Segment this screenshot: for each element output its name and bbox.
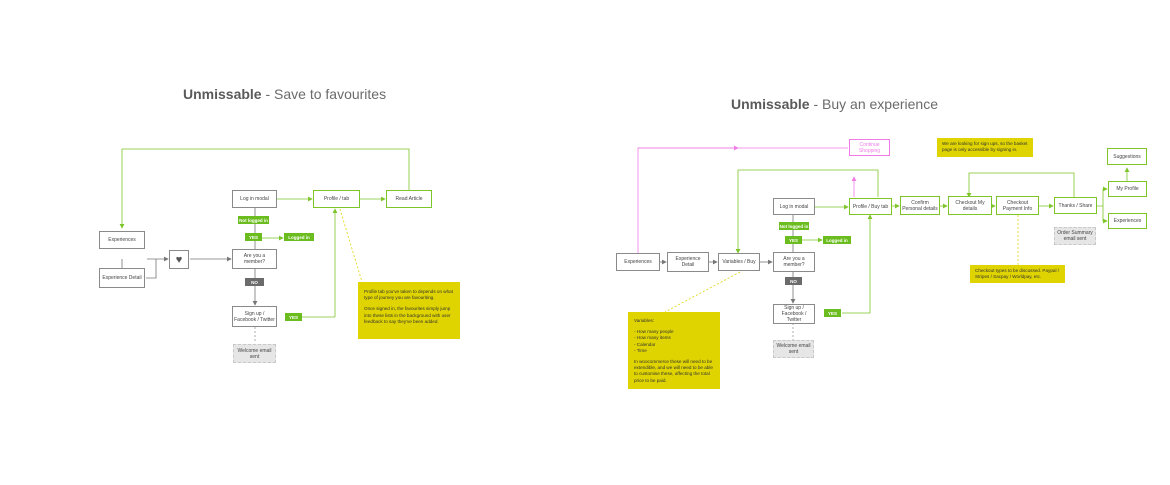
profile-tab-note: Profile tab you've taken to depends on w…: [358, 282, 460, 339]
variables-buy-box: Variables / Buy: [718, 253, 760, 271]
are-you-member-box: Are you a member?: [232, 249, 277, 269]
welcome-email-box: Welcome email sent: [233, 344, 276, 363]
suggestions-box: Suggestions: [1107, 148, 1147, 165]
are-you-member-box: Are you a member?: [773, 252, 815, 272]
signup-note: We are looking for sign ups, so the bask…: [937, 138, 1033, 157]
experience-detail-box: Experience Detail: [99, 268, 145, 288]
logged-in-tag: Logged in: [823, 236, 851, 244]
yes-tag: YES: [245, 233, 262, 241]
no-tag: NO: [785, 277, 802, 285]
yes-tag: YES: [285, 313, 302, 321]
not-logged-in-tag: Not logged in: [238, 216, 269, 224]
order-summary-box: Order Summary email sent: [1054, 227, 1096, 245]
yes-tag: YES: [824, 309, 841, 317]
checkout-payment-box: Checkout Payment Info: [996, 196, 1039, 215]
thanks-share-box: Thanks / Share: [1054, 197, 1097, 214]
diagram-title-favourites: Unmissable - Save to favourites: [183, 86, 387, 102]
experiences-box: Experiences: [99, 231, 145, 249]
not-logged-in-tag: Not logged in: [779, 222, 809, 230]
checkout-types-note: Checkout types to be discussed. Paypal /…: [970, 265, 1065, 283]
variables-note: Variables: - How many people - How many …: [628, 312, 720, 389]
confirm-personal-details-box: Confirm Personal details: [900, 196, 940, 215]
profile-buy-tab-box: Profile / Buy tab: [849, 198, 892, 215]
continue-shopping-box: Continue Shopping: [849, 139, 890, 156]
experience-detail-box: Experience Detail: [667, 252, 709, 272]
experiences-box: Experiences: [616, 253, 660, 271]
experiences-end-box: Experiences: [1108, 213, 1147, 229]
profile-tab-box: Profile / tab: [313, 190, 360, 208]
read-article-box: Read Article: [386, 190, 432, 208]
log-in-modal-box: Log in modal: [232, 190, 277, 208]
checkout-my-details-box: Checkout My details: [948, 196, 992, 215]
log-in-modal-box: Log in modal: [773, 198, 815, 215]
sign-up-box: Sign up / Facebook / Twitter: [773, 304, 815, 324]
welcome-email-box: Welcome email sent: [773, 340, 814, 358]
my-profile-box: My Profile: [1108, 181, 1147, 197]
sign-up-box: Sign up / Facebook / Twitter: [232, 306, 277, 327]
heart-icon: ♥: [169, 250, 189, 269]
no-tag: NO: [245, 278, 264, 286]
yes-tag: YES: [785, 236, 802, 244]
diagram-title-buy: Unmissable - Buy an experience: [731, 96, 938, 112]
logged-in-tag: Logged in: [284, 233, 314, 241]
